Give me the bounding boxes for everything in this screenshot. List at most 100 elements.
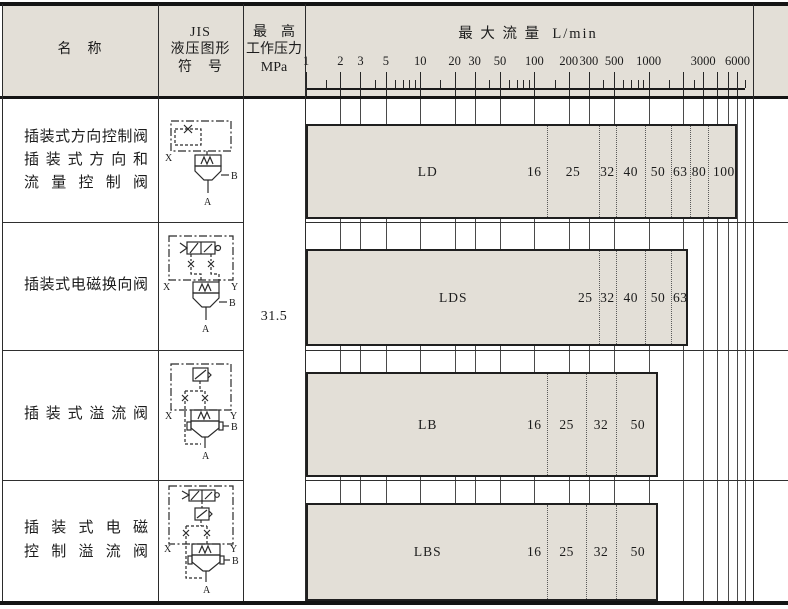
row-separator [305,350,788,351]
axis-major-tick [737,72,739,88]
axis-tick-label: 5 [382,54,389,68]
row1-name-line2: 插装式方向和 [24,151,148,168]
axis-major-tick [534,72,536,88]
size-boundary-dotted-line [708,126,710,217]
size-boundary-dotted-line [598,251,600,344]
jis-symbol-solenoid-controlled-relief-valve: X Y B A [164,484,239,596]
port-label-y: Y [230,411,237,422]
header-pressure-line3: MPa [260,59,288,75]
axis-tick-stub [588,88,590,96]
axis-minor-tick [745,80,747,88]
row-separator [305,480,788,481]
row-name-cell: 插装式电磁换向阀 [24,222,158,350]
row-name-cell: 插装式方向控制阀 插装式方向和 流量控制阀 [24,99,158,222]
axis-tick-stub [614,88,616,96]
axis-tick-stub [648,88,650,96]
port-label-x: X [163,282,171,293]
header-pressure-column: 最 高 工作压力 MPa [243,4,305,96]
flow-grid-line [728,222,730,350]
axis-minor-tick [637,80,639,88]
size-boundary-dotted-line [598,126,600,217]
row2-name-line1: 插装式电磁换向阀 [24,277,148,294]
valve-size-label: 80 [691,163,707,179]
axis-tick-label: 1000 [636,54,662,68]
axis-tick-label: 20 [448,54,461,68]
size-boundary-dotted-line [670,126,672,217]
axis-minor-tick [394,80,396,88]
column-border [243,4,244,601]
axis-major-tick [420,72,422,88]
series-label-lbs: LBS [413,544,442,559]
axis-minor-tick [402,80,404,88]
port-label-y: Y [231,282,238,293]
series-label-ld: LD [417,163,438,179]
port-label-b: B [231,422,238,433]
axis-tick-stub [474,88,476,96]
flow-grid-line [745,99,747,222]
row-separator [2,222,243,223]
symbol-cell: X Y B A [159,222,243,350]
axis-minor-tick [668,80,670,88]
header-symbol-line3: 符 号 [178,59,223,75]
flow-axis-title: 最 大 流 量 L/min [458,26,598,42]
jis-symbol-cartridge-directional-valve: X B A [165,119,238,208]
size-boundary-dotted-line [616,374,618,475]
size-boundary-dotted-line [689,126,691,217]
axis-tick-stub [682,88,684,96]
size-boundary-dotted-line [547,374,549,475]
size-boundary-dotted-line [547,126,549,217]
table-left-border [2,4,3,601]
axis-minor-tick [623,80,625,88]
axis-minor-tick [643,80,645,88]
valve-size-label: 16 [526,416,542,432]
column-border [305,4,306,601]
flow-grid-line [728,350,730,480]
header-symbol-column: JIS 液压图形 符 号 [158,4,243,96]
flow-grid-line [682,350,684,480]
axis-tick-stub [420,88,422,96]
valve-size-label: 25 [578,289,593,305]
axis-tick-stub [534,88,536,96]
axis-minor-tick [603,80,605,88]
jis-symbol-cartridge-relief-valve: X Y B A [165,363,238,462]
axis-major-tick [614,72,616,88]
size-boundary-dotted-line [616,126,618,217]
valve-size-label: 16 [526,544,542,559]
flow-grid-line [737,99,739,222]
axis-tick-stub [717,88,719,96]
valve-size-label: 63 [672,289,688,305]
axis-minor-tick [529,80,531,88]
valve-size-label: 16 [526,163,542,179]
valve-size-label: 25 [559,544,574,559]
flow-grid-line [703,480,705,601]
valve-size-label: 25 [559,416,574,432]
row-name-cell: 插装式溢流阀 [24,350,158,480]
axis-major-tick [474,72,476,88]
flow-grid-line [728,480,730,601]
axis-long-tick [717,72,719,88]
axis-minor-tick [554,80,556,88]
axis-major-tick [703,72,705,88]
header-name-label: 名 称 [57,42,103,58]
symbol-cell: X B A [159,99,243,222]
axis-minor-tick [516,80,518,88]
axis-tick-label: 500 [604,54,624,68]
row-separator [305,222,788,223]
size-boundary-dotted-line [645,126,647,217]
header-separator [0,96,788,99]
valve-size-label: 32 [593,544,609,559]
axis-minor-tick [414,80,416,88]
axis-tick-stub [500,88,502,96]
axis-tick-label: 6000 [724,54,750,68]
row-separator [2,350,243,351]
flow-axis-baseline [305,88,746,90]
axis-tick-label: 50 [493,54,507,68]
size-boundary-dotted-line [616,251,618,344]
axis-tick-label: 30 [468,54,481,68]
axis-major-tick [340,72,342,88]
axis-major-tick [588,72,590,88]
axis-tick-stub [340,88,342,96]
